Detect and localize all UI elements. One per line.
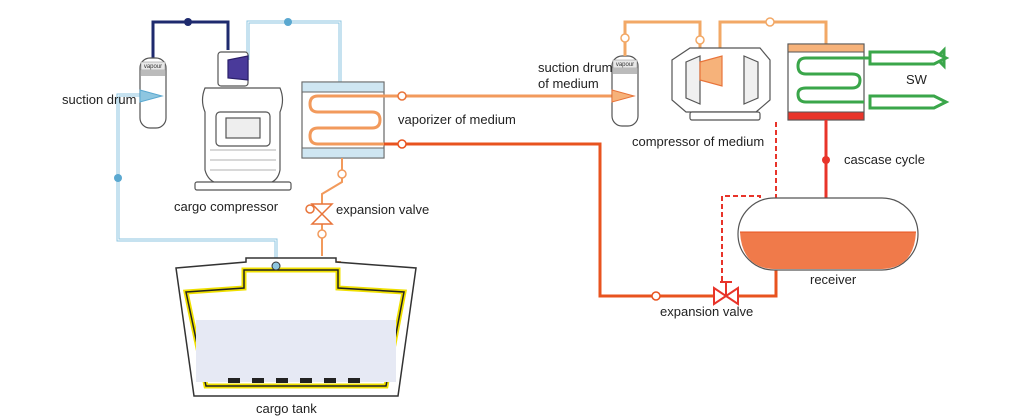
flow-arrow-marker bbox=[765, 17, 775, 27]
suction-drum-label: suction drum bbox=[62, 92, 136, 107]
cargo-compressor-label: cargo compressor bbox=[174, 199, 279, 214]
flow-arrow-marker bbox=[184, 18, 192, 26]
sw-lines bbox=[864, 46, 950, 110]
liquid-return-pipe bbox=[384, 142, 718, 298]
flow-arrow-marker bbox=[397, 139, 407, 149]
receiver-label: receiver bbox=[810, 272, 857, 287]
flow-arrow-marker bbox=[822, 156, 830, 164]
tank-outlet bbox=[271, 261, 281, 271]
suction-to-compressor-pipe bbox=[151, 20, 230, 58]
flow-arrow-marker bbox=[114, 174, 122, 182]
compressor-of-medium bbox=[671, 47, 771, 121]
flow-arrow-marker bbox=[284, 18, 292, 26]
vapour-tag: vapour bbox=[144, 64, 162, 70]
expansion-valve-right-label: expansion valve bbox=[660, 304, 753, 319]
receiver-liquid bbox=[740, 232, 916, 269]
compressor-to-vaporizer-pipe bbox=[246, 20, 342, 82]
vaporizer-label: vaporizer of medium bbox=[398, 112, 516, 127]
cascade-condenser bbox=[787, 43, 865, 121]
tank-supports bbox=[228, 378, 360, 383]
cargo-vapour-pipes-inner bbox=[117, 21, 341, 262]
vaporizer-of-medium bbox=[301, 81, 385, 159]
flow-arrow-marker bbox=[620, 33, 630, 43]
suction-drum-of-medium: vapour bbox=[611, 55, 639, 127]
flow-arrow-marker bbox=[651, 291, 661, 301]
vapour-tag: vapour bbox=[616, 62, 634, 68]
suction-drum: vapour bbox=[139, 57, 167, 129]
sw-label: SW bbox=[906, 72, 928, 87]
vaporizer-coil bbox=[308, 94, 384, 146]
cargo-tank-label: cargo tank bbox=[256, 401, 317, 416]
flow-arrow-marker bbox=[317, 229, 327, 239]
suction-drum-of-medium-label-2: of medium bbox=[538, 76, 599, 91]
cascase-cycle-label: cascase cycle bbox=[844, 152, 925, 167]
compressor-of-medium-label: compressor of medium bbox=[632, 134, 764, 149]
flow-arrow-marker bbox=[397, 91, 407, 101]
sw-coil bbox=[796, 56, 864, 104]
cargo-tank bbox=[175, 257, 417, 397]
cargo-compressor bbox=[194, 51, 292, 191]
expansion-valve-left bbox=[305, 203, 334, 225]
flow-arrow-marker bbox=[695, 35, 705, 45]
expansion-valve-left-label: expansion valve bbox=[336, 202, 429, 217]
flow-arrow-marker bbox=[337, 169, 347, 179]
expansion-valve-right bbox=[713, 281, 739, 306]
suction-drum-of-medium-label-1: suction drum bbox=[538, 60, 612, 75]
receiver bbox=[737, 197, 919, 271]
cargo-liquid bbox=[196, 320, 396, 382]
